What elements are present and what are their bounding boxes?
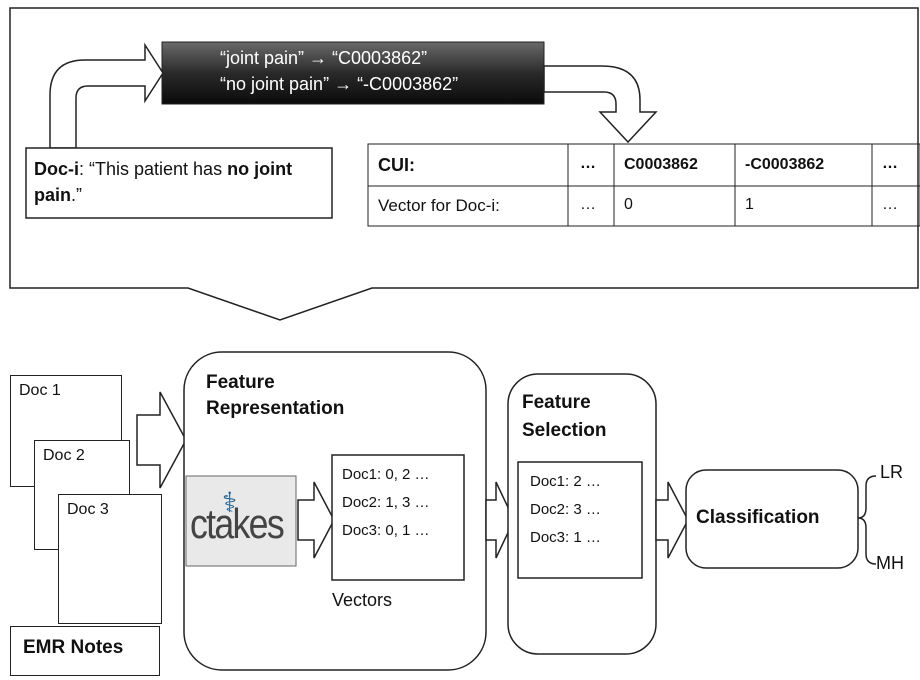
- doc-page-3: Doc 3: [58, 494, 162, 624]
- curved-arrow-down: [543, 65, 658, 144]
- selection-inner-box: [517, 461, 643, 579]
- doc-page-3-label: Doc 3: [67, 501, 109, 518]
- vector-row-label: Vector for Doc-i:: [378, 196, 500, 215]
- caduceus-icon: ⚕: [222, 487, 238, 518]
- doc-example-text-after: .”: [71, 185, 83, 205]
- mapping-box: [161, 41, 545, 105]
- doc-example-text: Doc-i: “This patient has no joint pain.”: [34, 156, 326, 208]
- doc-example-text-before: : “This patient has: [79, 159, 228, 179]
- doc-page-1-label: Doc 1: [19, 382, 61, 399]
- cui-header-label: CUI:: [378, 155, 415, 175]
- ctakes-logo-text: ctakes: [190, 500, 285, 547]
- feature-representation-title-2: Representation: [206, 398, 345, 419]
- output-lr: LR: [880, 462, 904, 482]
- vector-line-doc3: Doc3: 0, 1 …: [342, 522, 430, 539]
- mapping-line-1: “joint pain” → “C0003862”: [220, 48, 428, 68]
- vector-row-ellipsis-1: …: [580, 196, 596, 213]
- emr-notes-label: EMR Notes: [23, 637, 124, 658]
- selection-line-doc1: Doc1: 2 …: [530, 473, 601, 490]
- emr-notes-box: EMR Notes: [10, 626, 160, 676]
- vector-row-ellipsis-2: …: [882, 196, 898, 213]
- selection-line-doc2: Doc2: 3 …: [530, 501, 601, 518]
- cui-table: [367, 143, 920, 227]
- cui-header-ellipsis-1: …: [580, 155, 596, 172]
- feature-representation-title-1: Feature: [206, 372, 275, 393]
- classification-label: Classification: [696, 507, 820, 528]
- classification-box: [685, 469, 859, 569]
- vectors-box: [331, 454, 465, 581]
- curved-arrow-up: [49, 42, 164, 149]
- arrow-logo-to-vectors: [297, 481, 335, 559]
- cui-header-ellipsis-2: …: [882, 155, 898, 172]
- feature-selection-title-2: Selection: [522, 420, 607, 441]
- arrow-docs-to-representation: [136, 391, 187, 489]
- doc-example-bold-no: no: [227, 159, 250, 179]
- selection-line-doc3: Doc3: 1 …: [530, 529, 601, 546]
- ctakes-logo-box: [185, 475, 297, 567]
- feature-selection-title-1: Feature: [522, 392, 591, 413]
- arrow-representation-to-selection: [485, 481, 515, 559]
- vector-row-value-1: 0: [624, 196, 633, 213]
- cui-header-code-1: C0003862: [624, 156, 698, 173]
- doc-example-label: Doc-i: [34, 159, 79, 179]
- arrow-selection-to-classification: [655, 481, 689, 559]
- vector-line-doc2: Doc2: 1, 3 …: [342, 494, 430, 511]
- vector-row-value-2: 1: [745, 196, 754, 213]
- mapping-line-2: “no joint pain” → “-C0003862”: [220, 74, 459, 94]
- doc-example-box: [25, 147, 333, 219]
- output-mh: MH: [876, 553, 904, 573]
- vectors-label: Vectors: [332, 590, 393, 610]
- cui-header-code-2: -C0003862: [745, 156, 825, 173]
- vector-line-doc1: Doc1: 0, 2 …: [342, 466, 430, 483]
- doc-example-bold-phrase: joint pain: [34, 159, 293, 205]
- doc-page-2-label: Doc 2: [43, 447, 85, 464]
- output-bracket: [857, 475, 877, 565]
